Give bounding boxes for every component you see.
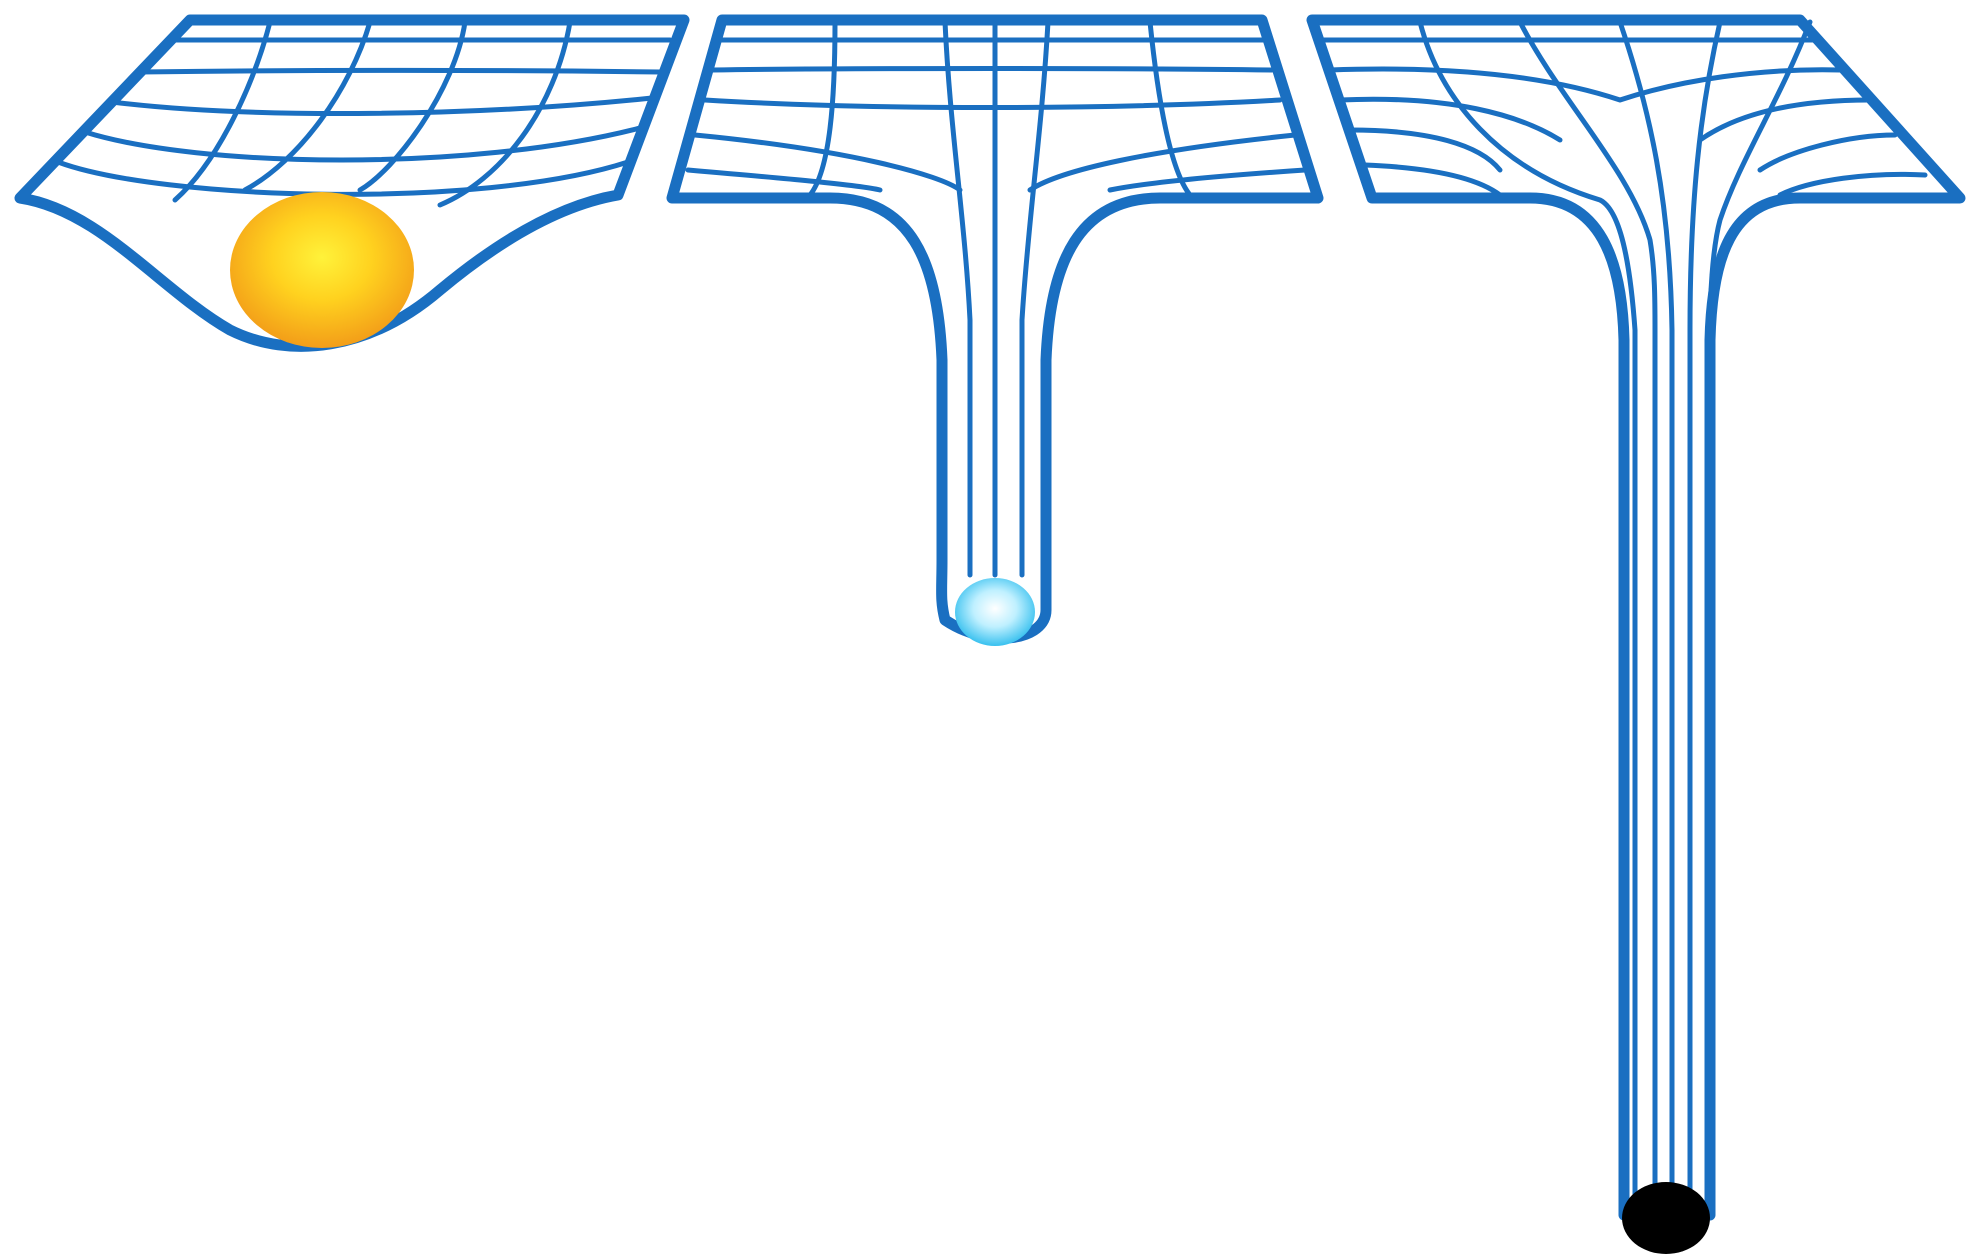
panel-star [672, 20, 1318, 646]
spacetime-grid [58, 22, 670, 205]
spacetime-grid [688, 22, 1305, 575]
panel-black-hole [1312, 20, 1960, 1254]
panel-sun [20, 20, 684, 348]
sun-icon [230, 192, 414, 348]
black-hole-icon [1622, 1182, 1710, 1254]
star-icon [955, 578, 1035, 646]
